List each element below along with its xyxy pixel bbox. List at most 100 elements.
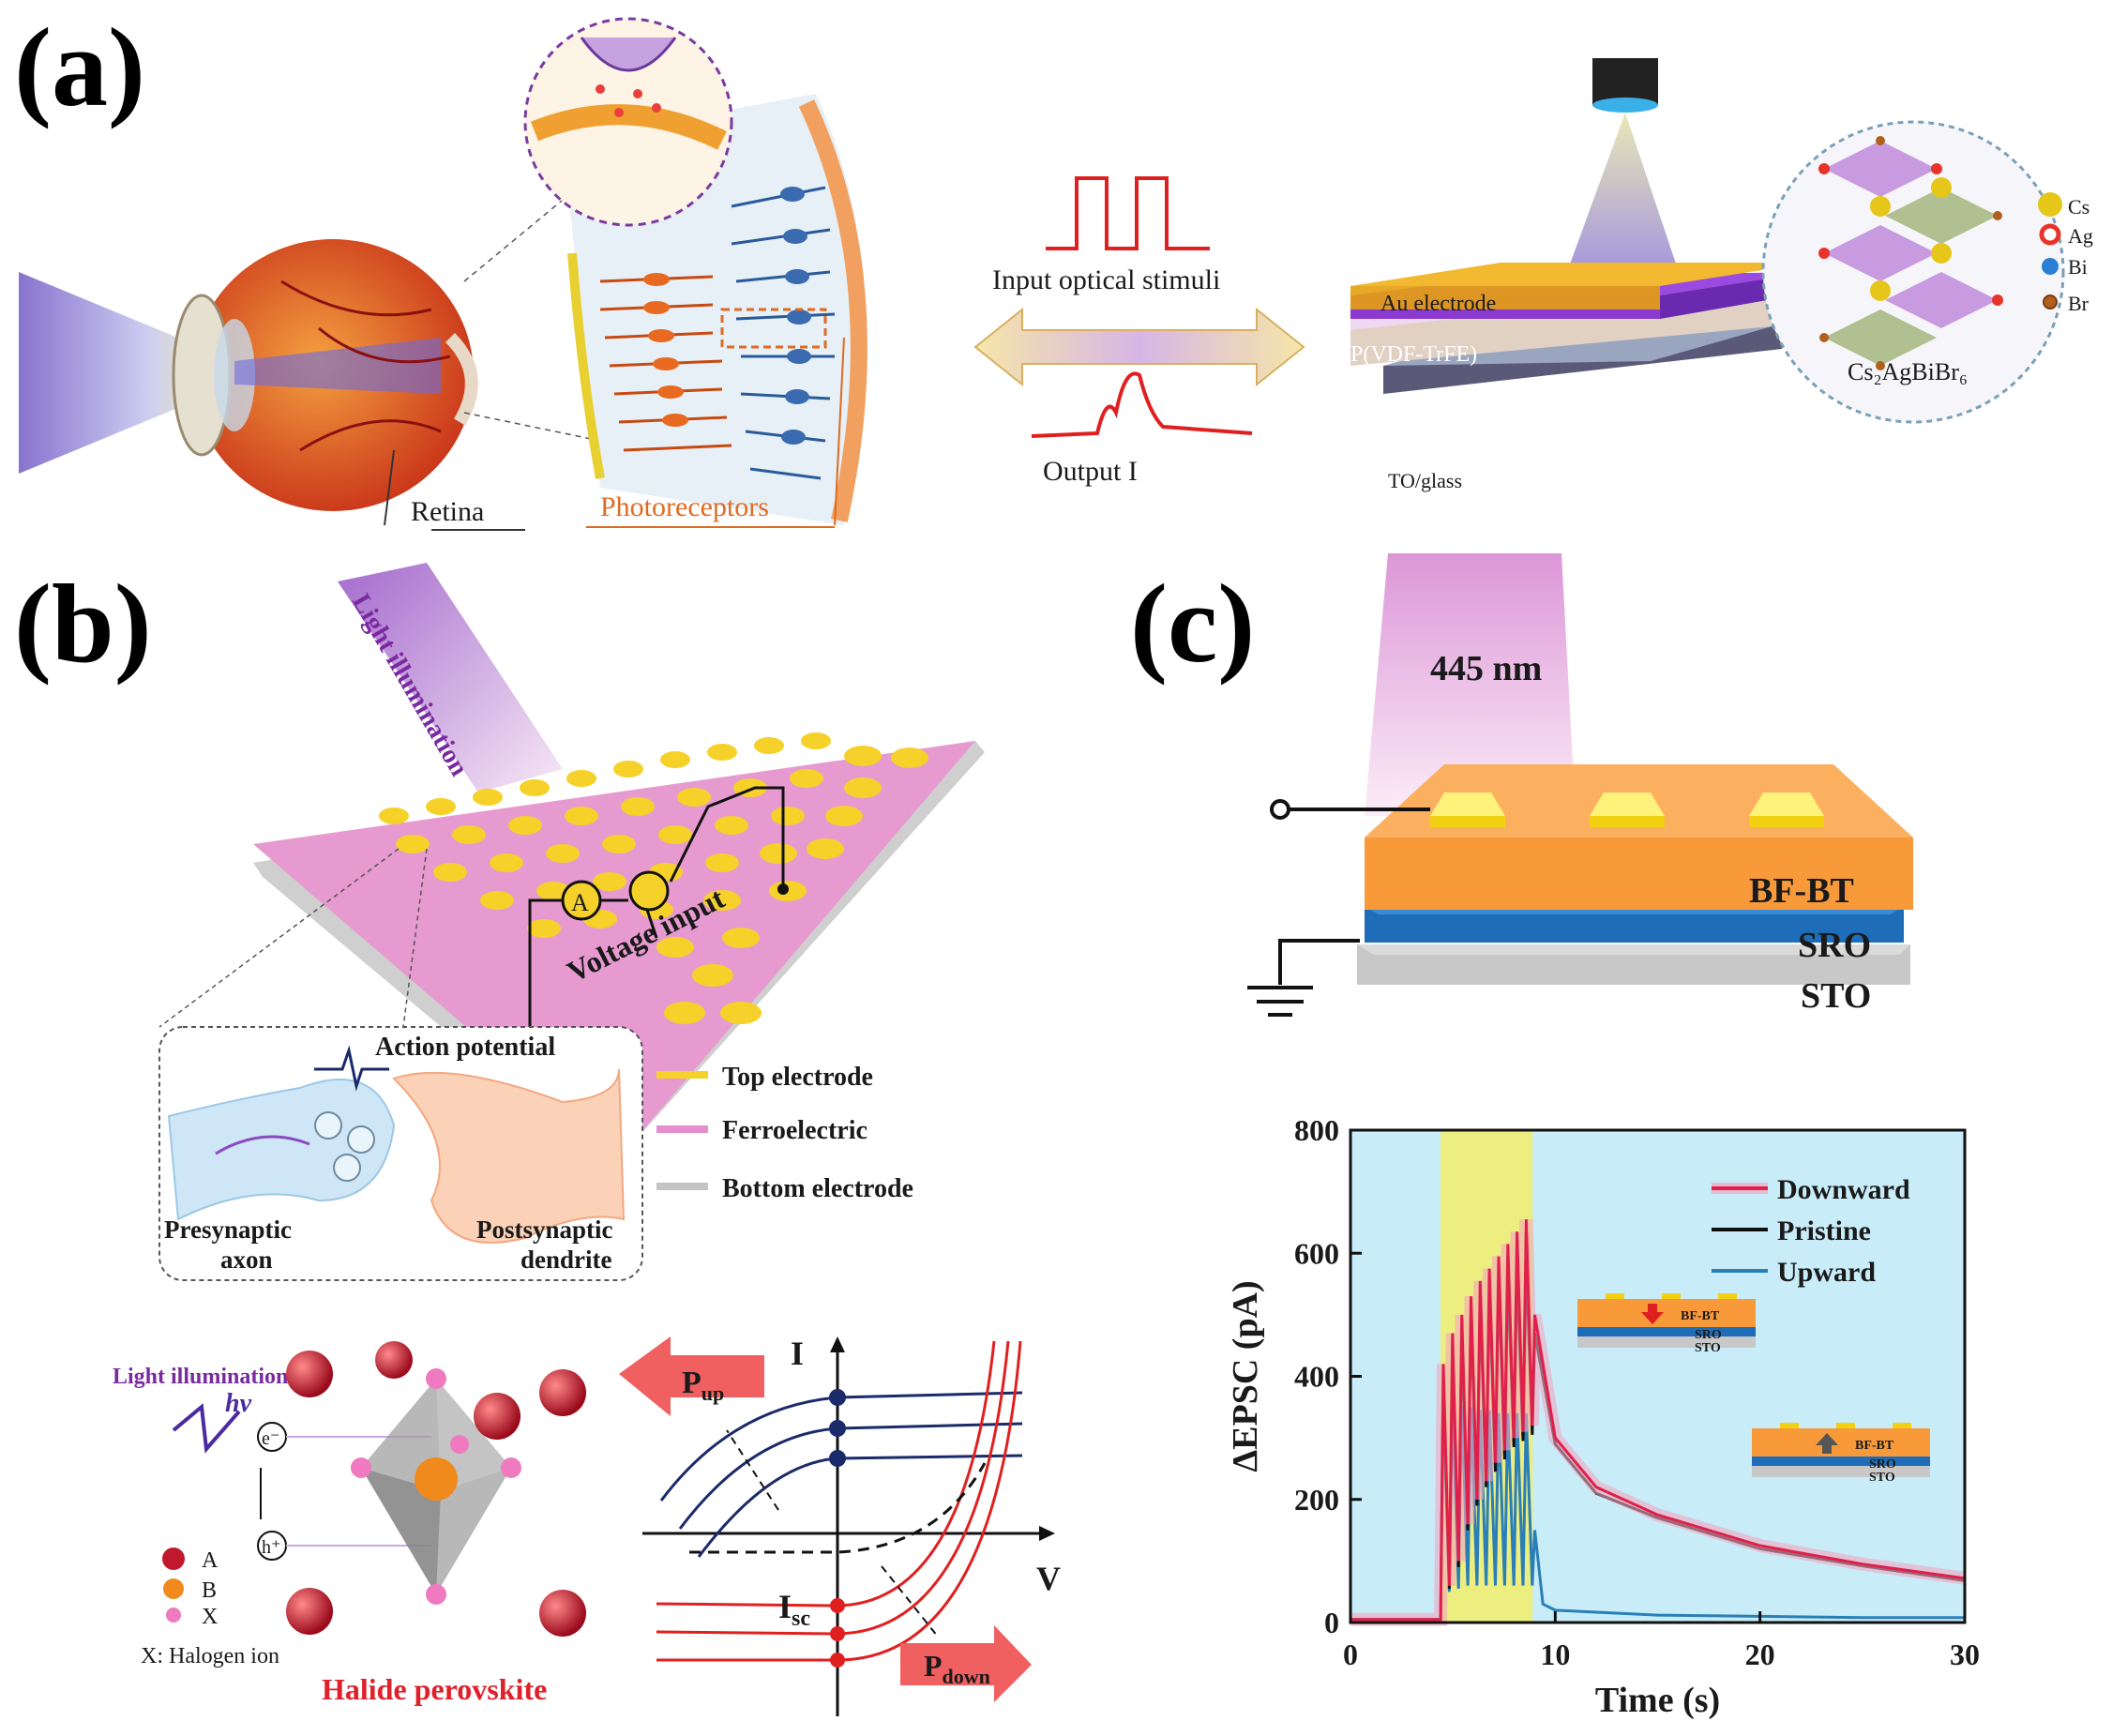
inset-electrode (1893, 1423, 1911, 1428)
p-up-label: Pup (682, 1366, 724, 1405)
action-potential-label: Action potential (375, 1033, 555, 1062)
hole-label: h⁺ (262, 1537, 281, 1558)
inset-bfbt-layer (1752, 1428, 1930, 1457)
p-up-arrow (619, 1336, 764, 1416)
crystal-formula: Cs₂AgBiBr₆ (1848, 358, 1968, 385)
y-tick-label: 800 (1294, 1113, 1339, 1147)
postsynaptic-label-1: Postsynaptic (476, 1215, 613, 1244)
input-stimuli-label: Input optical stimuli (992, 264, 1220, 295)
presynaptic-label-2: axon (220, 1245, 273, 1274)
inset-layer-label: SRO (1695, 1328, 1722, 1342)
iv-axis-v-label: V (1036, 1560, 1061, 1597)
ito-label: TO/glass (1388, 469, 1462, 492)
retina-pointer (384, 449, 395, 526)
inset-layer-label: BF-BT (1855, 1439, 1894, 1453)
light-cone-eye (19, 272, 234, 474)
voltage-source-symbol (628, 870, 670, 912)
series-line-downward (1350, 1219, 1966, 1622)
inset-sro-layer (1577, 1327, 1756, 1336)
retina-layers-illustration (523, 17, 867, 525)
photoreceptors-pointer (834, 337, 845, 526)
laser-beam-c (1365, 553, 1576, 816)
eye-illustration (172, 239, 478, 511)
legend-ferroelectric-label: Ferroelectric (722, 1116, 867, 1145)
iv-i-arrowhead (830, 1336, 845, 1352)
legend-cs-marker (2038, 192, 2062, 217)
iv-markers (829, 1389, 846, 1668)
legend-br-label: Br (2068, 292, 2089, 315)
layer-label-bfbt: BF-BT (1749, 871, 1854, 911)
measurement-circuit (528, 786, 785, 1050)
zoom-line-2 (463, 412, 601, 442)
legend-x-marker (166, 1608, 181, 1623)
legend-bi-marker (2042, 258, 2059, 275)
p-down-arrow (900, 1625, 1032, 1702)
wavelength-label: 445 nm (1430, 649, 1542, 688)
inset-electrode (1662, 1293, 1681, 1299)
layer-label-sto: STO (1801, 976, 1871, 1016)
legend-ag-label: Ag (2068, 224, 2093, 248)
inset-electrode (1836, 1423, 1855, 1428)
p-up-main: P (682, 1366, 701, 1400)
legend-ag-marker (2039, 223, 2061, 246)
output-current-signal (1031, 371, 1253, 438)
crystal-structure (1818, 136, 2003, 370)
halogen-note: X: Halogen ion (141, 1644, 279, 1668)
y-tick-label: 600 (1294, 1236, 1339, 1270)
light-beam-b (338, 563, 563, 793)
panel-label-c: (c) (1130, 561, 1255, 686)
legend-label-pristine: Pristine (1777, 1215, 1871, 1246)
x-tick-label: 0 (1343, 1638, 1358, 1671)
perovskite-structure (286, 1341, 586, 1637)
synapse-illustration (167, 1068, 626, 1244)
legend-a-marker (162, 1547, 185, 1570)
input-pulse-signal (1046, 176, 1210, 250)
terminal-point-c (1270, 799, 1290, 820)
legend-label-upward: Upward (1777, 1257, 1876, 1288)
iv-axis-i-label: I (791, 1335, 804, 1372)
perovskite-light-label: Light illumination (113, 1365, 288, 1389)
isc-label: Isc (778, 1588, 810, 1631)
iv-down-arrow (881, 1565, 939, 1638)
crystal-inset (1761, 120, 2065, 424)
layer-label-sro: SRO (1798, 926, 1871, 965)
x-tick-label: 10 (1540, 1638, 1570, 1671)
ammeter-symbol (561, 880, 602, 921)
inset-layer-label: BF-BT (1681, 1309, 1720, 1323)
inset-sto-layer (1752, 1466, 1930, 1477)
iv-up-arrow (726, 1429, 779, 1511)
pvdf-label: P(VDF-TrFE) (1350, 342, 1477, 367)
iv-curves-down (656, 1340, 1022, 1662)
panel-label-b: (b) (14, 561, 152, 686)
p-down-sub: down (943, 1665, 990, 1688)
device-stack-c (1357, 764, 1913, 985)
photoreceptors-label: Photoreceptors (600, 491, 769, 522)
legend-x-label: X (202, 1605, 218, 1629)
inset-pointer-1 (158, 848, 400, 1028)
p-down-main: P (924, 1649, 943, 1683)
legend-bottom-electrode-label: Bottom electrode (722, 1174, 913, 1203)
isc-sub: sc (792, 1607, 810, 1631)
electron-label: e⁻ (262, 1428, 279, 1449)
inset-sro-layer (1752, 1457, 1930, 1466)
output-current-label: Output I (1043, 456, 1138, 487)
perovskite-legend: A B X (162, 1547, 219, 1629)
chart-xlabel: Time (s) (1595, 1681, 1720, 1720)
chart-ylabel: ΔEPSC (pA) (1226, 1280, 1265, 1472)
inset-pointer-2 (402, 848, 428, 1028)
panel-label-a: (a) (14, 5, 145, 129)
legend-bi-label: Bi (2068, 255, 2088, 279)
x-tick-label: 20 (1745, 1638, 1775, 1671)
y-tick-label: 400 (1294, 1360, 1339, 1394)
isc-main: I (778, 1588, 792, 1625)
legend-br-marker (2043, 294, 2058, 309)
inset-electrode (1718, 1293, 1737, 1299)
inset-layer-label: SRO (1869, 1457, 1896, 1472)
hv-label: hv (225, 1389, 252, 1418)
x-tick-label: 30 (1950, 1638, 1980, 1671)
